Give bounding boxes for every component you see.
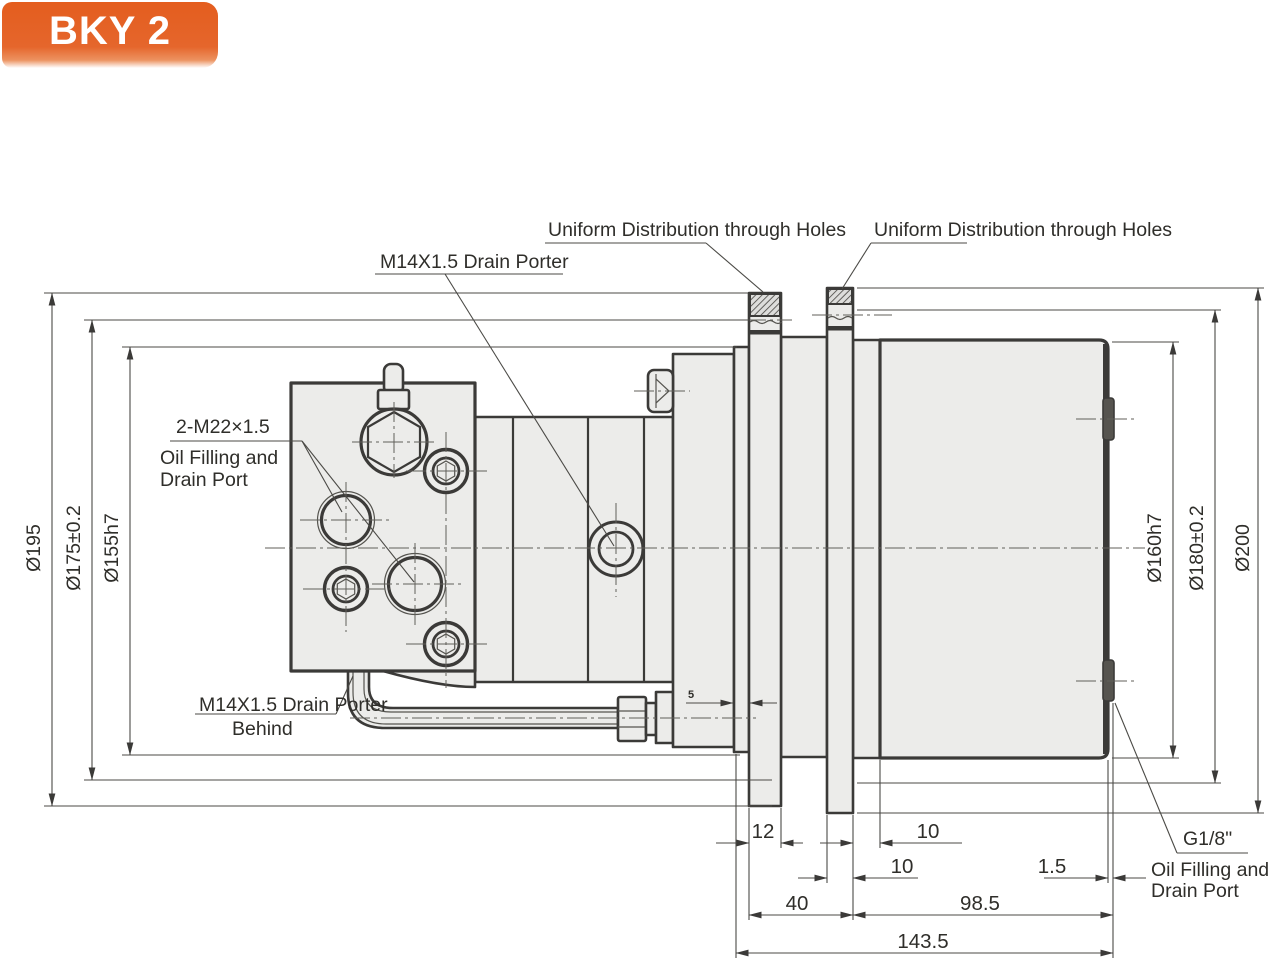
break-line [749,319,783,325]
flange-2-seat [827,326,853,331]
drain-pipe-wall [352,671,618,725]
housing-fillet [381,669,477,689]
leader-lines [170,242,1248,854]
flange-1-seat [749,330,781,335]
stator-housing [878,338,1110,760]
flange-1-plate [747,291,783,808]
mounting-flange-2 [825,286,855,815]
dim-label-40: 40 [786,892,809,915]
series-badge-label: BKY 2 [48,8,172,53]
flange-2-bolt-hatch [827,288,853,305]
dim-label-1-5: 1.5 [1038,855,1067,878]
label-port-fill-1: Oil Filling and [160,447,278,469]
pilot-step [732,345,751,754]
dim-label-d155: Ø155h7 [101,513,123,582]
pump-body-section [473,415,675,684]
label-drain-porter-top: M14X1.5 Drain Porter [380,251,569,273]
series-badge: BKY 2 [2,2,218,68]
label-g18-fill-1: Oil Filling and [1151,859,1269,881]
flange-2-plate [825,286,855,815]
dim-label-d175: Ø175±0.2 [63,505,85,591]
dim-label-5: 5 [688,689,694,701]
dim-label-10b: 10 [891,855,914,878]
fitting-hex-nut [616,695,648,743]
hub-rear [851,338,882,760]
label-port-thread: 2-M22×1.5 [176,416,270,438]
mounting-flange-1 [747,291,783,808]
part-shapes [289,286,1115,815]
dim-label-d195: Ø195 [23,524,45,572]
break-line [827,315,853,321]
annotation-texts: M14X1.5 Drain Porter Uniform Distributio… [23,219,1269,953]
label-uniform-holes-left: Uniform Distribution through Holes [548,219,846,241]
dim-label-d160: Ø160h7 [1144,513,1166,582]
label-g18-thread: G1/8" [1183,828,1232,850]
label-g18-fill-2: Drain Port [1151,880,1239,902]
dim-label-d200: Ø200 [1232,524,1254,572]
dim-label-12: 12 [752,820,775,843]
label-drain-behind-1: M14X1.5 Drain Porter [199,694,388,716]
fitting-washer [644,701,658,737]
dimension-lines [44,287,1264,958]
flange-1-bolt-hatch [749,293,781,317]
label-uniform-holes-right: Uniform Distribution through Holes [874,219,1172,241]
label-port-fill-2: Drain Port [160,469,248,491]
dim-label-143-5: 143.5 [897,930,948,953]
drain-pipe-wall [363,671,618,713]
dim-label-10a: 10 [917,820,940,843]
label-drain-behind-2: Behind [232,718,293,740]
dim-label-98-5: 98.5 [960,892,1000,915]
flange-adapter [671,352,736,749]
centerlines [265,314,1145,719]
dim-label-d180: Ø180±0.2 [1186,505,1208,591]
hub-between-flanges [779,335,829,759]
